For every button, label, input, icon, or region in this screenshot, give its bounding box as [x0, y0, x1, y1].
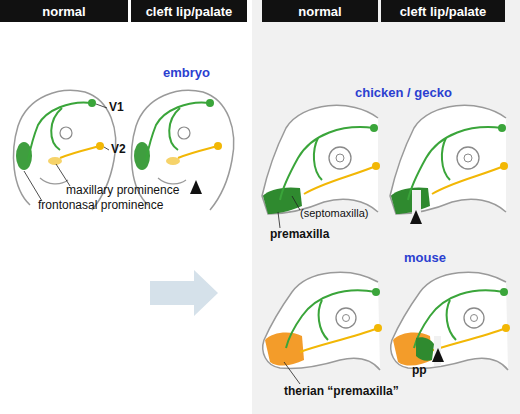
cleft-arrowhead	[410, 210, 422, 224]
cleft-arrowhead	[432, 348, 444, 362]
leader-line	[96, 104, 107, 108]
nerve-label: V2	[111, 143, 126, 156]
bird-normal	[262, 105, 380, 214]
part-label: frontonasal prominence	[38, 199, 163, 212]
leader-line	[24, 171, 42, 201]
header-bar: normal	[0, 0, 128, 22]
bird-cleft	[390, 105, 508, 214]
leader-line	[292, 196, 300, 210]
part-label: pp	[412, 364, 427, 377]
leader-line	[104, 147, 109, 150]
section-title: embryo	[163, 66, 210, 80]
leader-line	[278, 212, 280, 228]
cleft-arrowhead	[190, 180, 202, 194]
nerve-label: V1	[109, 101, 124, 114]
mouse-cleft	[391, 272, 510, 370]
progression-arrow	[150, 270, 218, 316]
primary-palate	[416, 337, 434, 361]
header-text: cleft lip/palate	[400, 4, 487, 19]
part-label: maxillary prominence	[66, 184, 179, 197]
header-text: normal	[298, 4, 341, 19]
part-label: therian “premaxilla”	[284, 385, 399, 398]
part-label: premaxilla	[270, 228, 329, 241]
header-text: normal	[42, 4, 85, 19]
panel-background	[252, 0, 520, 414]
header-text: cleft lip/palate	[146, 4, 233, 19]
part-label: (septomaxilla)	[300, 207, 368, 219]
leader-line	[284, 362, 300, 384]
header-bar: cleft lip/palate	[381, 0, 505, 22]
section-title: mouse	[404, 251, 446, 265]
mouse-normal	[263, 272, 382, 370]
section-title: chicken / gecko	[355, 86, 452, 100]
header-bar: cleft lip/palate	[131, 0, 247, 22]
leader-line	[56, 164, 70, 186]
header-bar: normal	[262, 0, 378, 22]
